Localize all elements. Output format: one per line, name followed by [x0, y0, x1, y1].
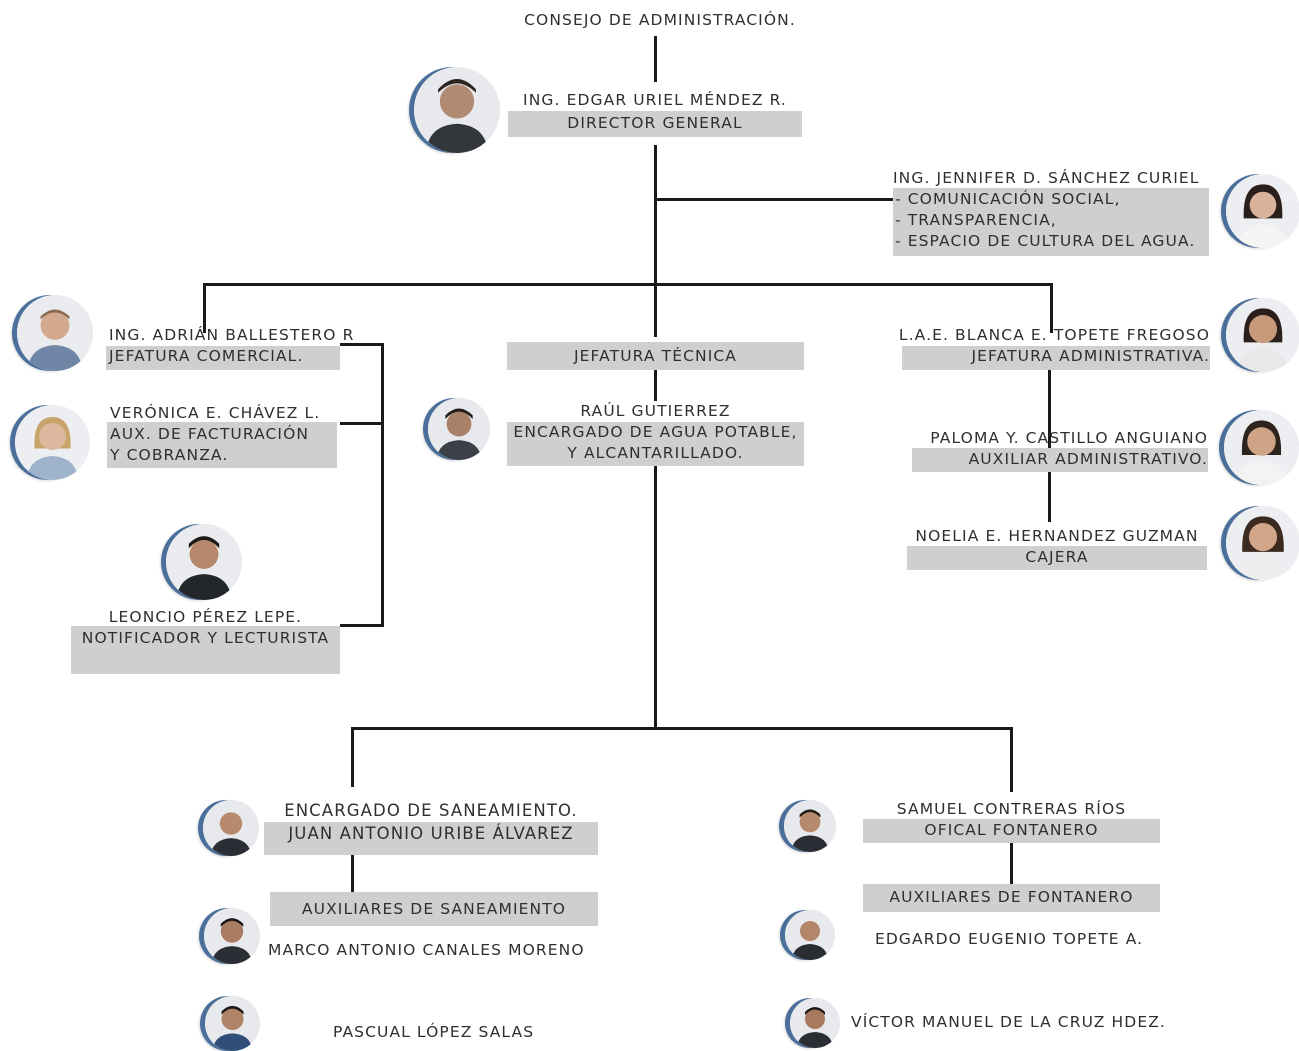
tecnica-head-role-2: Y ALCANTARILLADO. [567, 444, 744, 462]
connector-saneamiento-aux [351, 855, 354, 892]
connector-board-director [654, 36, 657, 82]
administrativa-head-role: JEFATURA ADMINISTRATIVA. [971, 347, 1210, 365]
staff-duty-3: - ESPACIO DE CULTURA DEL AGUA. [895, 232, 1196, 250]
avatar-fontaneria-head [784, 800, 836, 852]
comercial-aux-name: VERÓNICA E. CHÁVEZ L. [110, 404, 321, 422]
fontaneria-aux-title: AUXILIARES DE FONTANERO [889, 888, 1134, 906]
band-fontaneria-aux-title [863, 884, 1160, 912]
director-role: DIRECTOR GENERAL [567, 114, 743, 132]
avatar-fontaneria-aux-2 [790, 998, 840, 1048]
notifier-role: NOTIFICADOR Y LECTURISTA [81, 629, 330, 647]
avatar-fontaneria-aux-1 [785, 910, 835, 960]
connector-departments-bar [203, 283, 1053, 286]
saneamiento-head-name: JUAN ANTONIO URIBE ÁLVAREZ [288, 824, 574, 843]
connector-comercial-bracket-bottom [340, 624, 383, 627]
staff-name: ING. JENNIFER D. SÁNCHEZ CURIEL [893, 169, 1200, 187]
band-notifier [71, 626, 340, 674]
avatar-staff [1226, 174, 1299, 248]
avatar-saneamiento-aux-1 [204, 908, 260, 964]
saneamiento-aux-title: AUXILIARES DE SANEAMIENTO [301, 900, 567, 918]
band-comercial-aux [107, 422, 337, 468]
connector-drop-fontaneria [1010, 727, 1013, 792]
tecnica-head-name: RAÚL GUTIERREZ [580, 402, 731, 420]
connector-tecnica-bottom-bar [351, 727, 1013, 730]
band-saneamiento-aux-title [270, 892, 598, 926]
avatar-notifier [166, 524, 242, 600]
connector-director-trunk [654, 145, 657, 337]
cashier-name: NOELIA E. HERNANDEZ GUZMAN [915, 527, 1199, 545]
fontaneria-aux-1: EDGARDO EUGENIO TOPETE A. [875, 930, 1144, 948]
connector-administrativa-chain [1048, 368, 1051, 522]
avatar-comercial-head [17, 295, 93, 371]
fontaneria-head-role: OFICAL FONTANERO [924, 821, 1099, 839]
avatar-administrativa-head [1226, 298, 1299, 372]
board-label: CONSEJO DE ADMINISTRACIÓN. [524, 11, 796, 29]
saneamiento-aux-2: PASCUAL LÓPEZ SALAS [333, 1023, 535, 1041]
band-fontaneria-head [863, 819, 1160, 843]
fontaneria-aux-2: VÍCTOR MANUEL DE LA CRUZ HDEZ. [851, 1013, 1166, 1031]
connector-drop-administrativa [1050, 283, 1053, 333]
comercial-head-name: ING. ADRIÁN BALLESTERO R [109, 326, 355, 344]
director-name: ING. EDGAR URIEL MÉNDEZ R. [523, 91, 787, 109]
administrativa-aux-role: AUXILIAR ADMINISTRATIVO. [968, 450, 1208, 468]
band-staff [893, 188, 1209, 256]
connector-staff-branch [655, 198, 893, 201]
comercial-head-role: JEFATURA COMERCIAL. [109, 347, 304, 365]
staff-duty-2: - TRANSPARENCIA, [895, 211, 1057, 229]
band-tecnica-head [507, 422, 804, 466]
comercial-aux-role-1: AUX. DE FACTURACIÓN [110, 425, 310, 443]
connector-drop-saneamiento [351, 727, 354, 787]
comercial-aux-role-2: Y COBRANZA. [110, 446, 229, 464]
saneamiento-aux-1: MARCO ANTONIO CANALES MORENO [268, 941, 585, 959]
band-saneamiento-head [264, 822, 598, 855]
band-administrativa-head [902, 346, 1210, 370]
connector-drop-comercial [203, 283, 206, 333]
staff-duty-1: - COMUNICACIÓN SOCIAL, [895, 190, 1121, 208]
administrativa-aux-name: PALOMA Y. CASTILLO ANGUIANO [930, 429, 1208, 447]
avatar-director [414, 67, 500, 153]
band-tecnica-title [507, 342, 804, 370]
cashier-role: CAJERA [1025, 548, 1089, 566]
connector-tecnica-head [654, 369, 657, 401]
tecnica-title: JEFATURA TÉCNICA [573, 347, 738, 365]
avatar-administrativa-aux [1224, 410, 1299, 485]
saneamiento-head-role: ENCARGADO DE SANEAMIENTO. [284, 801, 578, 820]
avatar-saneamiento-head [203, 800, 259, 856]
connector-comercial-bracket-top [340, 343, 383, 346]
notifier-name: LEONCIO PÉREZ LEPE. [108, 608, 303, 626]
band-administrativa-aux [912, 448, 1208, 472]
avatar-comercial-aux [15, 405, 90, 480]
connector-tecnica-down [654, 466, 657, 730]
tecnica-head-role-1: ENCARGADO DE AGUA POTABLE, [513, 423, 798, 441]
administrativa-head-name: L.A.E. BLANCA E. TOPETE FREGOSO [898, 326, 1210, 344]
band-director [508, 111, 802, 137]
connector-comercial-bracket-vertical [381, 343, 384, 627]
band-cashier [907, 546, 1207, 570]
band-comercial-head [106, 346, 340, 370]
fontaneria-head-name: SAMUEL CONTRERAS RÍOS [896, 800, 1127, 818]
connector-fontaneria-aux [1010, 842, 1013, 884]
avatar-saneamiento-aux-2 [205, 996, 260, 1051]
avatar-cashier [1226, 506, 1299, 580]
connector-comercial-bracket-mid [340, 422, 383, 425]
avatar-tecnica-head [428, 398, 490, 460]
